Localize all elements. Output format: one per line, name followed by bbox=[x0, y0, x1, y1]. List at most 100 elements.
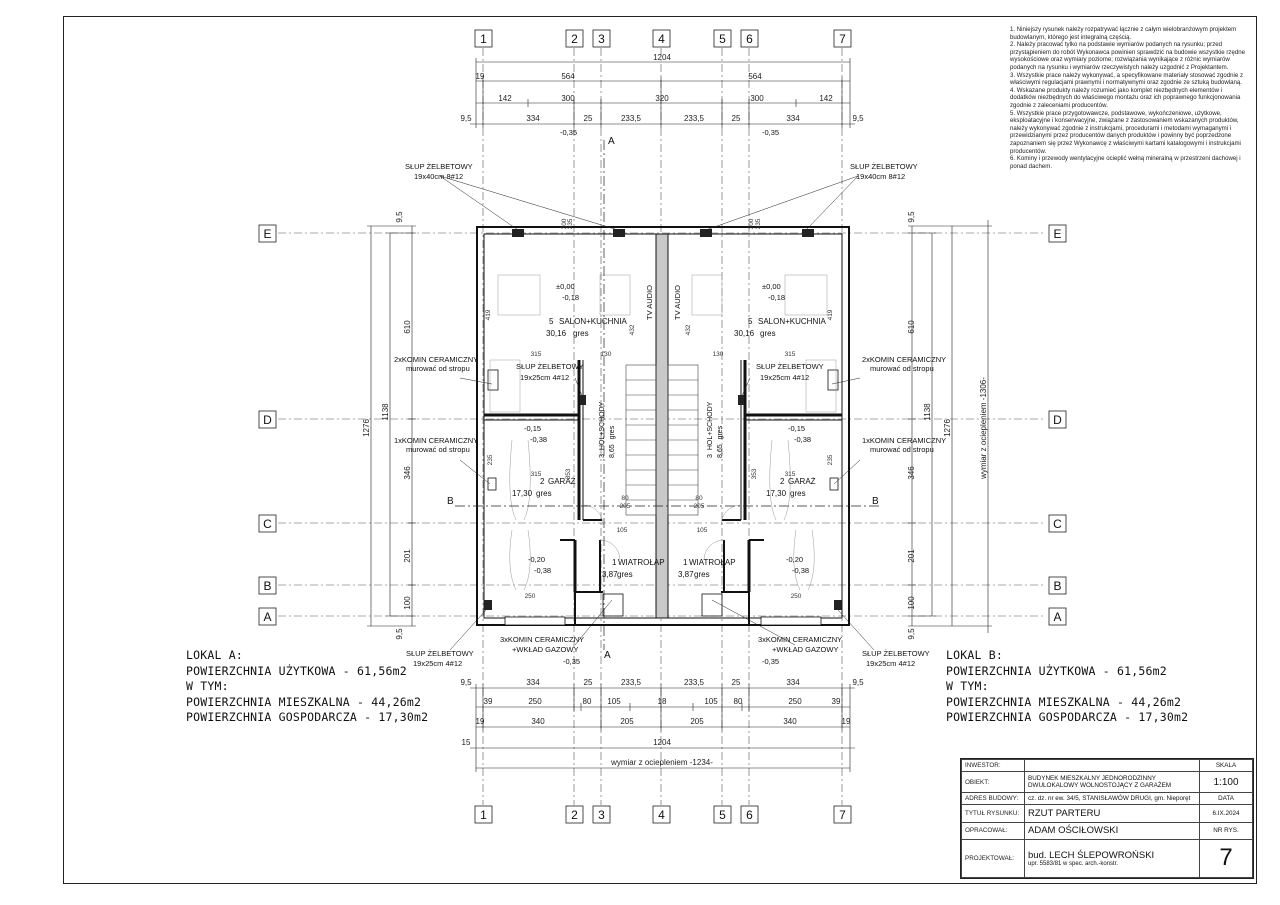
lokal-a-incl: W TYM: bbox=[186, 679, 229, 693]
grid-col-6: 6 bbox=[746, 32, 753, 46]
grid-labels-right: E D C B A bbox=[1053, 227, 1062, 624]
dim-left-610: 610 bbox=[403, 320, 412, 334]
grid-col-2-bottom: 2 bbox=[571, 808, 578, 822]
lokal-b-usable: POWIERZCHNIA UŻYTKOWA - 61,56m2 bbox=[946, 663, 1167, 678]
chimney1-left: 1xKOMIN CERAMICZNY bbox=[394, 436, 478, 445]
level-drive-right-b: -0,38 bbox=[792, 566, 809, 575]
dim-bot3-19b: 19 bbox=[842, 717, 851, 726]
dim-left-95b: 9,5 bbox=[395, 628, 404, 640]
inner-dim-205b: 205 bbox=[694, 503, 705, 510]
level-drive-right-a: -0,20 bbox=[786, 555, 803, 564]
grid-markers-left bbox=[258, 224, 277, 626]
dim-right-95b: 9,5 bbox=[907, 628, 916, 640]
col-label-bot-left: SŁUP ŻELBETOWY bbox=[406, 649, 474, 658]
scale-value: 1:100 bbox=[1199, 771, 1253, 794]
level-garaz-right-a: -0,15 bbox=[788, 424, 805, 433]
inner-dim-80b: 80 bbox=[695, 495, 703, 502]
grid-row-e-right: E bbox=[1053, 227, 1061, 241]
dim-bot2-39a: 39 bbox=[484, 697, 493, 706]
lokal-a-summary: LOKAL A: POWIERZCHNIA UŻYTKOWA - 61,56m2… bbox=[186, 648, 428, 726]
dim-top-2335a: 233,5 bbox=[621, 114, 642, 123]
dim-bot3-19a: 19 bbox=[476, 717, 485, 726]
level-drive-left-a: -0,20 bbox=[528, 555, 545, 564]
designer-label: PROJEKTOWAŁ: bbox=[961, 838, 1025, 879]
chimney3-right: 3xKOMIN CERAMICZNY bbox=[758, 635, 842, 644]
level-garaz-right-b: -0,38 bbox=[794, 435, 811, 444]
grid-row-e: E bbox=[263, 227, 271, 241]
dim-bot3-340b: 340 bbox=[783, 717, 797, 726]
dim-top-2335b: 233,5 bbox=[684, 114, 705, 123]
dim-right-inner: 1138 bbox=[923, 403, 932, 421]
level-salon-right-b: -0,18 bbox=[768, 293, 785, 302]
dim-right-95a: 9,5 bbox=[907, 211, 916, 223]
address-value: cz. dz. nr ew. 34/5, STANISŁAWÓW DRUGI, … bbox=[1024, 792, 1200, 806]
grid-col-7: 7 bbox=[839, 32, 846, 46]
chimney3-left-sub: +WKŁAD GAZOWY bbox=[512, 645, 578, 654]
hall-labels: 3 HOL+SCHODY 8,65 gres 3 HOL+SCHODY 8,65… bbox=[599, 401, 724, 458]
title-block-table: INWESTOR: SKALA OBIEKT: BUDYNEK MIESZKAL… bbox=[961, 758, 1253, 879]
prepared-value: ADAM OŚCIŁOWSKI bbox=[1024, 821, 1200, 840]
inner-dim-130a: 130 bbox=[601, 351, 612, 358]
grid-col-5: 5 bbox=[719, 32, 726, 46]
chimney1-right: 1xKOMIN CERAMICZNY bbox=[862, 436, 946, 445]
lokal-a-title: LOKAL A: bbox=[186, 648, 243, 662]
tv-audio-left: TV AUDIO bbox=[645, 285, 654, 320]
room-left-hol-area-label: 8,65 gres bbox=[609, 425, 616, 458]
room-right-hol-no: 3 bbox=[707, 454, 714, 458]
room-left-wiatrolap-floor: gres bbox=[617, 570, 633, 579]
room-right-wiatrolap-area: 3,87 bbox=[678, 570, 694, 579]
dim-bot-334a: 334 bbox=[526, 678, 540, 687]
chimney3-left: 3xKOMIN CERAMICZNY bbox=[500, 635, 584, 644]
dim-top-142b: 142 bbox=[819, 94, 833, 103]
note-1: 1. Niniejszy rysunek należy rozpatrywać … bbox=[1010, 26, 1237, 41]
level-salon-right-a: ±0,00 bbox=[762, 282, 781, 291]
drawing-frame bbox=[63, 16, 1257, 884]
dim-top-25a: 25 bbox=[584, 114, 593, 123]
dim-bot2-80b: 80 bbox=[734, 697, 743, 706]
section-markers: A A B B bbox=[447, 136, 879, 661]
grid-col-2: 2 bbox=[571, 32, 578, 46]
lokal-a-utility: POWIERZCHNIA GOSPODARCZA - 17,30m2 bbox=[186, 710, 429, 724]
inner-dim-335a: 335 bbox=[567, 218, 574, 229]
level-top-left: -0,35 bbox=[560, 128, 577, 137]
room-left-salon-area: 30,16 bbox=[546, 329, 567, 338]
level-bot-right: -0,35 bbox=[762, 657, 779, 666]
bottom-dimension-texts: 9,5 334 25 233,5 233,5 25 334 9,5 39 250… bbox=[460, 678, 864, 767]
room-left-hol-no: 3 bbox=[599, 454, 606, 458]
dim-top-300a: 300 bbox=[561, 94, 575, 103]
dim-left-inner: 1138 bbox=[381, 403, 390, 421]
inner-dim-419b: 419 bbox=[827, 309, 834, 320]
level-drive-left-b: -0,38 bbox=[534, 566, 551, 575]
chimney3-right-sub: +WKŁAD GAZOWY bbox=[772, 645, 838, 654]
lokal-b-incl: W TYM: bbox=[946, 679, 989, 693]
grid-row-c: C bbox=[263, 517, 272, 531]
room-right-wiatrolap-no: 1 bbox=[683, 558, 688, 567]
grid-row-a-right: A bbox=[1053, 610, 1061, 624]
chimney1-left-sub: murować od stropu bbox=[406, 445, 470, 454]
building-walls bbox=[476, 226, 850, 626]
bottom-dimension-lines bbox=[470, 684, 855, 772]
grid-row-a: A bbox=[263, 610, 271, 624]
note-6: 6. Kominy i przewody wentylacyjne ociepl… bbox=[1010, 155, 1241, 170]
dim-bot3-340a: 340 bbox=[531, 717, 545, 726]
inner-dim-353b: 353 bbox=[751, 468, 758, 479]
lokal-b-summary: LOKAL B: POWIERZCHNIA UŻYTKOWA - 61,56m2… bbox=[946, 648, 1188, 726]
designer-license: upr. 5583/81 w spec. arch.-konstr. bbox=[1028, 860, 1119, 867]
dim-right-outer: 1276 bbox=[943, 419, 952, 437]
inner-dim-315a: 315 bbox=[531, 351, 542, 358]
section-a-bottom: A bbox=[604, 650, 611, 661]
side-dimension-lines bbox=[367, 220, 992, 633]
dim-right-100: 100 bbox=[907, 596, 916, 610]
grid-labels-top: 1 2 3 4 5 6 7 bbox=[480, 32, 846, 46]
dim-top-142a: 142 bbox=[498, 94, 512, 103]
date-label: DATA bbox=[1199, 792, 1253, 806]
dim-top-95b: 9,5 bbox=[852, 114, 864, 123]
room-left-salon-no: 5 bbox=[549, 317, 554, 326]
title-block: INWESTOR: SKALA OBIEKT: BUDYNEK MIESZKAL… bbox=[960, 758, 1254, 879]
col-size-mid-right: 19x25cm 4#12 bbox=[760, 373, 809, 382]
prepared-label: OPRACOWAŁ: bbox=[961, 821, 1025, 840]
chimney2-right-sub: murować od stropu bbox=[870, 364, 934, 373]
dim-top-half-right: 564 bbox=[748, 72, 762, 81]
dim-right-610: 610 bbox=[907, 320, 916, 334]
